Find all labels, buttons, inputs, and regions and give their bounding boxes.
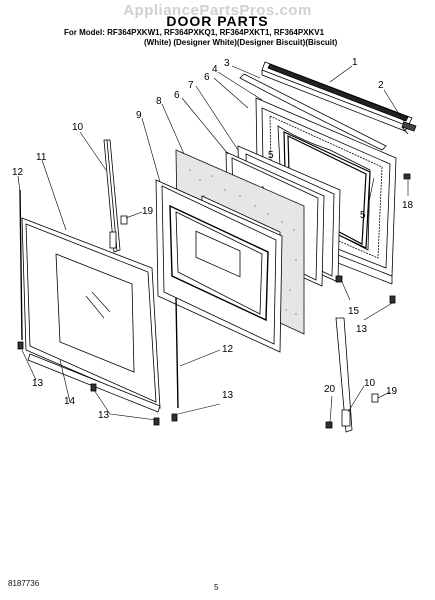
page-title: DOOR PARTS xyxy=(166,13,269,29)
side-trim-left xyxy=(19,189,23,341)
callout-19-upper: 19 xyxy=(142,206,154,217)
callout-6: 6 xyxy=(204,72,210,83)
door-hinge-trim-strip xyxy=(239,73,387,151)
door-liner-frame xyxy=(155,179,283,353)
callout-20: 20 xyxy=(324,384,336,395)
callout-13-left: 13 xyxy=(32,378,44,389)
callout-18: 18 xyxy=(402,200,414,211)
clip-lower xyxy=(371,393,379,403)
outer-door-glass xyxy=(21,217,161,409)
screws xyxy=(17,173,411,429)
document-number: 8187736 xyxy=(8,579,40,588)
callout-13-right: 13 xyxy=(356,324,368,335)
callout-9: 9 xyxy=(136,110,142,121)
callout-5-lower: 5 xyxy=(360,210,366,221)
callout-7: 7 xyxy=(188,80,194,91)
model-list: For Model: RF364PXKW1, RF364PXKQ1, RF364… xyxy=(64,28,325,37)
callout-8: 8 xyxy=(156,96,162,107)
trim-screw xyxy=(401,121,417,135)
model-variants: (White) (Designer White)(Designer Biscui… xyxy=(144,38,338,47)
callout-10-upper: 10 xyxy=(72,122,84,133)
callout-4: 4 xyxy=(212,64,218,75)
callout-11: 11 xyxy=(36,152,47,163)
page-number: 5 xyxy=(214,583,219,592)
watermark: AppliancePartsPros.com xyxy=(123,2,312,19)
callout-labels: 1 2 3 4 6 7 6 8 9 10 11 12 5 5 18 19 15 … xyxy=(12,57,414,421)
callout-14: 14 xyxy=(64,396,76,407)
callout-10-lower: 10 xyxy=(364,378,376,389)
door-bottom-trim xyxy=(27,353,161,413)
callout-6b: 6 xyxy=(174,90,180,101)
side-trim-right xyxy=(175,297,179,409)
callout-13-right-lower: 13 xyxy=(222,390,234,401)
callout-12-upper: 12 xyxy=(12,167,24,178)
callout-2: 2 xyxy=(378,80,384,91)
clip-upper xyxy=(120,215,128,225)
callout-leaders xyxy=(17,65,409,423)
callout-5-upper: 5 xyxy=(268,150,274,161)
callout-13-bottom: 13 xyxy=(98,410,110,421)
door-side-channel-right xyxy=(335,317,353,433)
callout-3: 3 xyxy=(224,58,230,69)
callout-12-lower: 12 xyxy=(222,344,234,355)
callout-1: 1 xyxy=(352,57,358,68)
callout-19-lower: 19 xyxy=(386,386,398,397)
door-side-channel-left xyxy=(103,139,121,253)
callout-15: 15 xyxy=(348,306,360,317)
